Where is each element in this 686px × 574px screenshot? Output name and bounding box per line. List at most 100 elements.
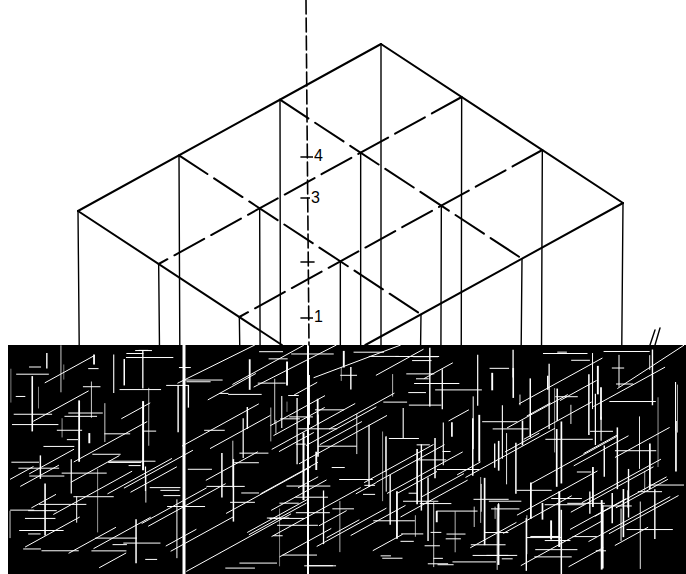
- line-stroke: [473, 499, 508, 500]
- line-stroke: [317, 414, 319, 456]
- line-stroke: [249, 503, 307, 535]
- line-stroke: [57, 430, 82, 431]
- line-stroke: [530, 483, 532, 519]
- line-stroke: [560, 380, 597, 400]
- callout-number: 4: [313, 148, 324, 164]
- line-stroke: [319, 511, 347, 526]
- line-stroke: [619, 355, 620, 387]
- line-stroke: [503, 496, 572, 534]
- line-stroke: [368, 425, 369, 487]
- line-stroke: [332, 467, 345, 468]
- line-stroke: [281, 396, 282, 428]
- line-stroke: [595, 394, 596, 445]
- line-stroke: [29, 476, 64, 477]
- line-stroke: [188, 469, 212, 470]
- line-stroke: [307, 345, 309, 574]
- line-stroke: [507, 395, 568, 428]
- line-stroke: [376, 349, 424, 375]
- line-stroke: [298, 428, 337, 429]
- line-stroke: [243, 418, 244, 458]
- line-stroke: [183, 345, 186, 574]
- line-stroke: [274, 379, 275, 424]
- line-stroke: [373, 534, 403, 550]
- line-stroke: [29, 367, 41, 368]
- dark-band: [8, 345, 686, 574]
- line-stroke: [74, 422, 147, 462]
- line-stroke: [420, 314, 422, 345]
- line-stroke: [612, 368, 624, 369]
- line-stroke: [534, 556, 571, 557]
- line-stroke: [339, 479, 373, 480]
- line-stroke: [387, 452, 463, 494]
- line-stroke: [62, 473, 107, 474]
- line-stroke: [556, 429, 558, 487]
- line-stroke: [131, 467, 177, 492]
- line-stroke: [498, 441, 500, 471]
- line-stroke: [421, 444, 422, 510]
- line-stroke: [69, 527, 116, 553]
- line-stroke: [25, 518, 55, 519]
- line-stroke: [574, 436, 629, 466]
- line-stroke: [400, 541, 413, 542]
- line-stroke: [182, 404, 259, 446]
- line-stroke: [414, 383, 459, 384]
- lattice-frame: [78, 0, 660, 345]
- line-stroke: [299, 415, 387, 463]
- line-stroke: [675, 382, 676, 431]
- line-stroke: [239, 563, 277, 564]
- line-stroke: [655, 328, 660, 345]
- line-stroke: [46, 353, 47, 369]
- line-stroke: [356, 482, 377, 493]
- line-stroke: [677, 385, 678, 433]
- line-stroke: [350, 367, 351, 390]
- line-stroke: [561, 510, 563, 574]
- line-stroke: [392, 374, 393, 397]
- line-stroke: [474, 507, 475, 527]
- line-stroke: [364, 444, 433, 482]
- line-stroke: [91, 550, 126, 551]
- line-stroke: [78, 400, 80, 461]
- line-stroke: [615, 427, 670, 457]
- line-stroke: [517, 471, 597, 515]
- line-stroke: [363, 494, 375, 495]
- line-stroke: [446, 538, 461, 539]
- line-stroke: [45, 355, 95, 383]
- line-stroke: [232, 345, 303, 384]
- line-stroke: [83, 386, 101, 387]
- line-stroke: [121, 403, 150, 419]
- line-stroke: [204, 430, 225, 431]
- line-stroke: [340, 261, 341, 345]
- line-stroke: [33, 391, 88, 421]
- line-stroke: [92, 454, 120, 455]
- line-stroke: [588, 374, 590, 435]
- line-stroke: [317, 508, 387, 546]
- line-stroke: [259, 208, 261, 345]
- line-stroke: [23, 548, 41, 549]
- line-stroke: [545, 439, 592, 440]
- line-stroke: [225, 568, 255, 569]
- callout-number: 1: [313, 309, 324, 325]
- line-stroke: [621, 509, 622, 541]
- line-stroke: [505, 433, 539, 452]
- line-stroke: [296, 444, 306, 445]
- line-stroke: [259, 351, 283, 352]
- line-stroke: [480, 477, 481, 523]
- line-stroke: [296, 398, 297, 464]
- line-stroke: [226, 467, 311, 514]
- line-stroke: [19, 530, 63, 531]
- line-stroke: [60, 345, 61, 392]
- line-stroke: [239, 317, 241, 345]
- line-stroke: [577, 471, 591, 472]
- line-stroke: [123, 543, 160, 544]
- line-stroke: [139, 350, 149, 351]
- line-stroke: [239, 150, 542, 317]
- line-stroke: [145, 466, 146, 491]
- line-stroke: [595, 477, 667, 517]
- line-stroke: [78, 211, 79, 345]
- line-stroke: [548, 364, 549, 429]
- line-stroke: [207, 486, 245, 487]
- line-stroke: [270, 396, 325, 426]
- line-stroke: [43, 446, 74, 447]
- line-stroke: [638, 491, 662, 492]
- line-stroke: [658, 397, 659, 467]
